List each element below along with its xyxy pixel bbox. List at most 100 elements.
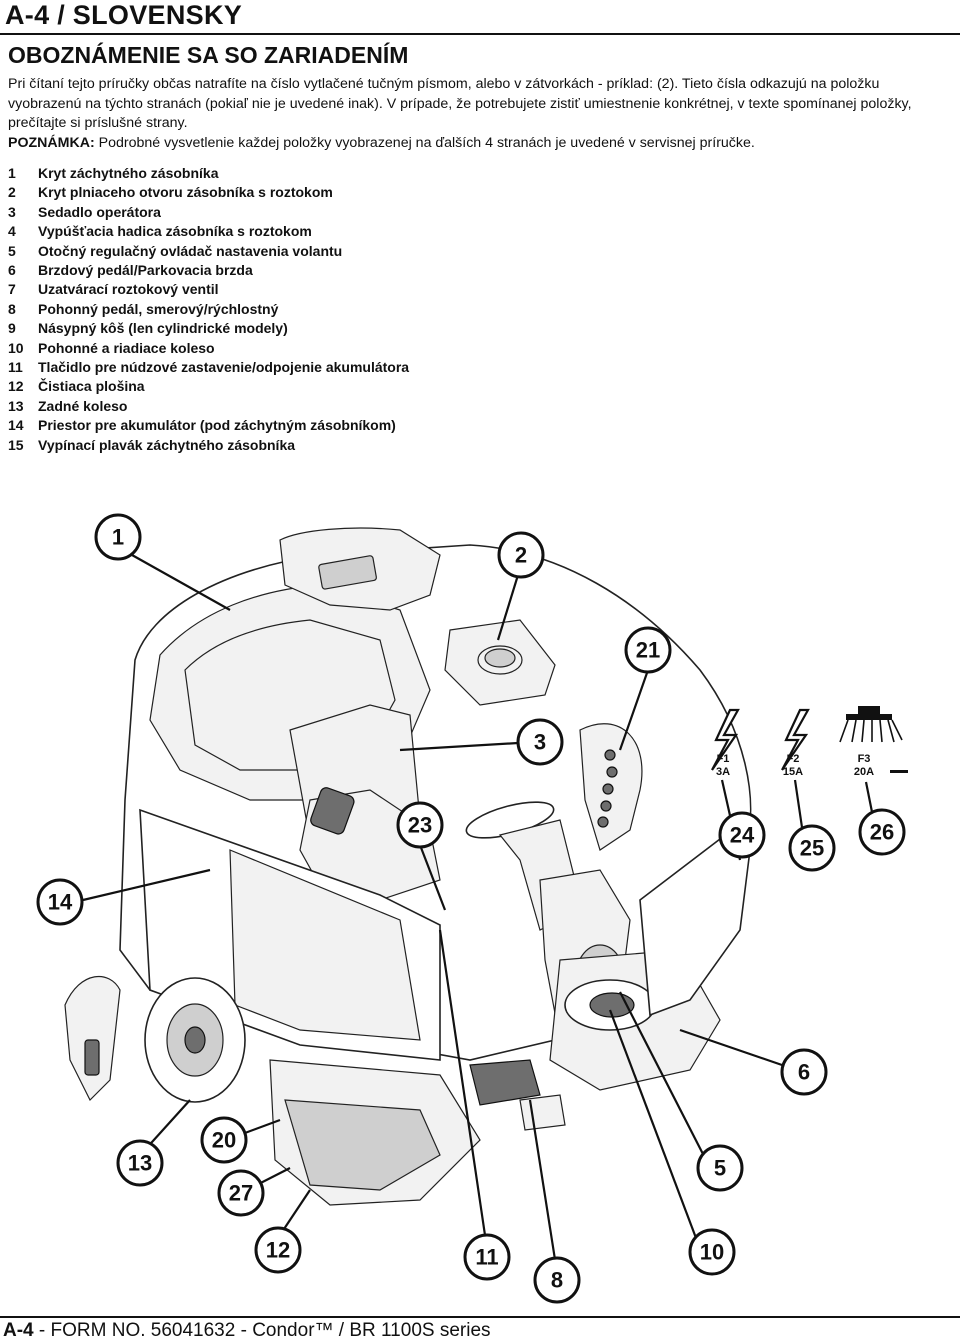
page-footer: A-4 - FORM NO. 56041632 - Condor™ / BR 1…: [3, 1320, 491, 1342]
callout-2: 2: [497, 531, 545, 579]
item-number: 1: [8, 165, 16, 181]
fuse-label-f3: F3: [858, 753, 871, 765]
item-label: Kryt záchytného zásobníka: [38, 165, 219, 181]
list-item: 2 Kryt plniaceho otvoru zásobníka s rozto…: [8, 183, 409, 202]
item-label: Násypný kôš (len cylindrické modely): [38, 320, 288, 337]
footer-divider: [0, 1316, 960, 1318]
item-number: 14: [8, 417, 24, 434]
svg-text:6: 6: [798, 1060, 810, 1085]
callout-3: 3: [516, 718, 564, 766]
callout-11: 11: [463, 1233, 511, 1281]
list-item: 8 Pohonný pedál, smerový/rýchlostný: [8, 300, 409, 319]
callout-24: 24: [718, 811, 766, 859]
svg-text:20: 20: [212, 1128, 236, 1153]
list-item: 7 Uzatvárací roztokový ventil: [8, 280, 409, 299]
callout-1: 1: [94, 513, 142, 561]
machine-figure: F1 3A F2 15A F3 20A: [0, 500, 960, 1315]
intro-text: Pri čítaní tejto príručky občas natrafít…: [8, 75, 953, 153]
callout-14: 14: [36, 878, 84, 926]
callout-5: 5: [696, 1144, 744, 1192]
item-number: 7: [8, 281, 16, 298]
lightning-icon: [781, 708, 810, 771]
item-label: Vypúšťacia hadica zásobníka s roztokom: [38, 223, 312, 240]
item-label: Priestor pre akumulátor (pod záchytným z…: [38, 417, 396, 434]
svg-text:8: 8: [551, 1268, 563, 1293]
item-number: 6: [8, 262, 16, 279]
fuse-panel: F1 3A F2 15A F3 20A: [711, 706, 908, 778]
item-label: Pohonný pedál, smerový/rýchlostný: [38, 300, 279, 317]
intro-paragraph: Pri čítaní tejto príručky občas natrafít…: [8, 76, 912, 131]
fuse-label-f1: F1: [717, 753, 730, 765]
callout-13: 13: [116, 1139, 164, 1187]
page-header: A-4 / SLOVENSKY: [0, 0, 960, 35]
svg-text:25: 25: [800, 836, 824, 861]
footer-page: A-4: [3, 1320, 34, 1341]
callout-27: 27: [217, 1169, 265, 1217]
list-item: 9 Násypný kôš (len cylindrické modely): [8, 319, 409, 338]
callout-8: 8: [533, 1256, 581, 1304]
item-number: 15: [8, 436, 24, 453]
svg-text:27: 27: [229, 1181, 253, 1206]
svg-text:3: 3: [534, 730, 546, 755]
item-number: 5: [8, 242, 16, 259]
brush-icon: [839, 706, 903, 743]
item-number: 13: [8, 397, 24, 414]
list-item: 1 Kryt záchytného zásobníka: [8, 164, 409, 183]
list-item: 4 Vypúšťacia hadica zásobníka s roztokom: [8, 222, 409, 241]
callout-10: 10: [688, 1228, 736, 1276]
item-number: 8: [8, 300, 16, 317]
svg-text:24: 24: [730, 823, 755, 848]
fuse-label-f2: F2: [787, 753, 800, 765]
svg-text:21: 21: [636, 638, 660, 663]
callout-23: 23: [396, 801, 444, 849]
item-label: Otočný regulačný ovládač nastavenia vola…: [38, 242, 343, 259]
machine-drawing: [64, 527, 752, 1206]
item-number: 3: [8, 203, 16, 220]
list-item: 14 Priestor pre akumulátor (pod záchytným…: [8, 416, 409, 435]
svg-text:11: 11: [475, 1245, 498, 1270]
svg-text:5: 5: [714, 1156, 726, 1181]
list-item: 12 Čistiaca plošina: [8, 377, 409, 396]
item-label: Pohonné a riadiace koleso: [38, 339, 215, 356]
item-label: Čistiaca plošina: [38, 378, 145, 395]
lightning-icon: [711, 708, 740, 771]
section-title: OBOZNÁMENIE SA SO ZARIADENÍM: [8, 42, 409, 68]
item-number: 9: [8, 320, 16, 337]
machine-illustration: F1 3A F2 15A F3 20A: [36, 513, 908, 1304]
svg-text:14: 14: [48, 890, 73, 915]
list-item: 13 Zadné koleso: [8, 397, 409, 416]
callout-6: 6: [780, 1048, 828, 1096]
list-item: 5 Otočný regulačný ovládač nastavenia vol…: [8, 242, 409, 261]
item-label: Uzatvárací roztokový ventil: [38, 281, 219, 298]
svg-text:13: 13: [128, 1151, 152, 1176]
fuse-rating-f1: 3A: [716, 766, 730, 778]
item-label: Vypínací plavák záchytného zásobníka: [38, 436, 296, 453]
list-item: 6 Brzdový pedál/Parkovacia brzda: [8, 261, 409, 280]
note-paragraph: POZNÁMKA: Podrobné vysvetlenie každej po…: [8, 134, 953, 154]
fuse-rating-f3: 20A: [854, 766, 874, 778]
item-label: Brzdový pedál/Parkovacia brzda: [38, 262, 253, 279]
item-number: 11: [8, 359, 23, 376]
callout-20: 20: [200, 1116, 248, 1164]
console-buttons: [597, 749, 618, 828]
header-divider: [0, 33, 960, 35]
callout-12: 12: [254, 1226, 302, 1274]
item-number: 4: [8, 223, 16, 240]
fuse-rating-f2: 15A: [783, 766, 803, 778]
item-number: 2: [8, 184, 16, 201]
svg-text:23: 23: [408, 813, 432, 838]
callout-25: 25: [788, 824, 836, 872]
svg-text:26: 26: [870, 820, 894, 845]
list-item: 3 Sedadlo operátora: [8, 203, 409, 222]
item-label: Sedadlo operátora: [38, 203, 161, 220]
item-number: 12: [8, 378, 24, 395]
callout-21: 21: [624, 626, 672, 674]
item-label: Zadné koleso: [38, 397, 128, 414]
list-item: 11 Tlačidlo pre núdzové zastavenie/odpoje…: [8, 358, 409, 377]
item-label: Kryt plniaceho otvoru zásobníka s roztok…: [38, 184, 333, 201]
svg-text:2: 2: [515, 543, 527, 568]
item-label: Tlačidlo pre núdzové zastavenie/odpojeni…: [38, 359, 410, 376]
parts-list: 1 Kryt záchytného zásobníka 2 Kryt plniace…: [8, 164, 409, 455]
note-label: POZNÁMKA:: [8, 134, 95, 151]
